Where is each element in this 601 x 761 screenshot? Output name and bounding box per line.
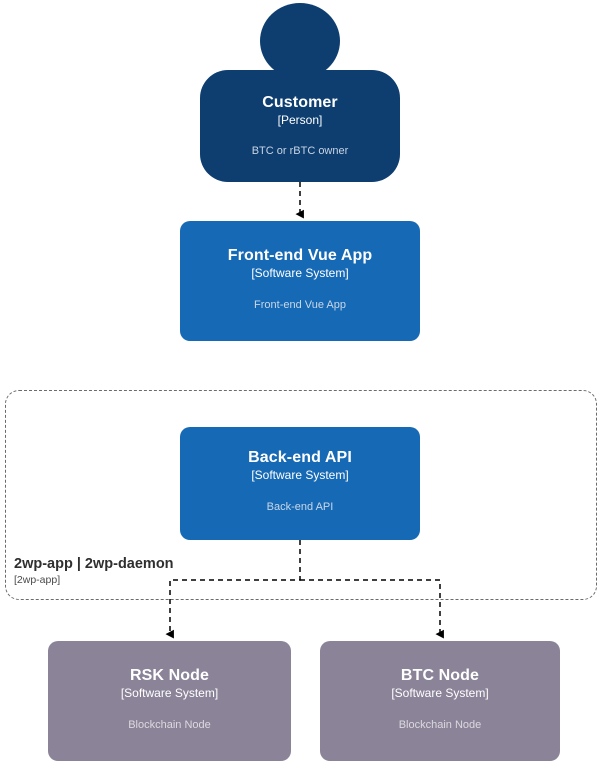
rsk-node-title: RSK Node — [129, 667, 210, 684]
btc-node-description: Blockchain Node — [398, 719, 482, 731]
frontend-text-block: Front-end Vue App [Software System] Fron… — [180, 246, 420, 312]
backend-title: Back-end API — [248, 449, 352, 466]
customer-type: [Person] — [277, 113, 323, 127]
customer-title: Customer — [262, 94, 338, 111]
rsk-node-description: Blockchain Node — [128, 719, 211, 731]
btc-node-title: BTC Node — [400, 667, 480, 684]
frontend-description: Front-end Vue App — [254, 299, 346, 311]
backend-box-shape — [180, 427, 420, 540]
customer-head-shape — [260, 3, 340, 79]
backend-description: Back-end API — [266, 501, 334, 513]
backend-text-block: Back-end API [Software System] Back-end … — [180, 448, 420, 514]
customer-description: BTC or rBTC owner — [251, 145, 349, 157]
btc-node-text-block: BTC Node [Software System] Blockchain No… — [320, 666, 560, 732]
btc-node-type: [Software System] — [391, 686, 489, 700]
btc-node-box-shape — [320, 641, 560, 761]
backend-type: [Software System] — [251, 468, 349, 482]
rsk-node-type: [Software System] — [120, 686, 219, 700]
frontend-title: Front-end Vue App — [227, 247, 373, 264]
rsk-node-text-block: RSK Node [Software System] Blockchain No… — [48, 666, 291, 732]
frontend-box-shape — [180, 221, 420, 341]
boundary-label: 2wp-app | 2wp-daemon [2wp-app] — [14, 555, 174, 587]
rsk-node-box-shape — [48, 641, 291, 761]
customer-body-shape — [200, 70, 400, 182]
boundary-type: [2wp-app] — [14, 574, 61, 586]
frontend-type: [Software System] — [251, 266, 349, 280]
customer-text-block: Customer [Person] BTC or rBTC owner — [200, 93, 400, 158]
boundary-name: 2wp-app | 2wp-daemon — [14, 556, 174, 572]
